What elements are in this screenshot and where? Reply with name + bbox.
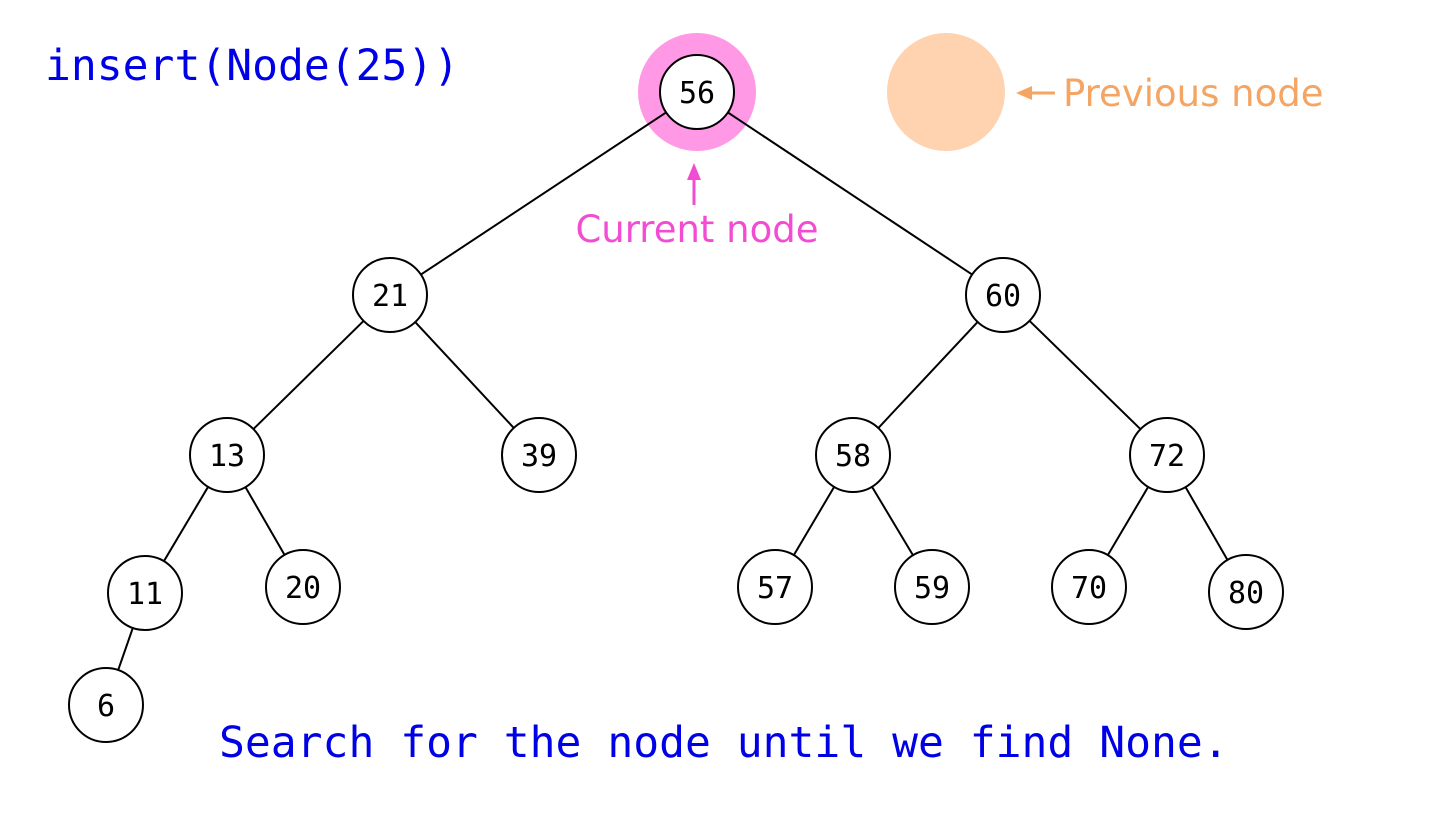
previous-node-label: Previous node <box>1063 72 1323 115</box>
tree-edge-58-59 <box>871 486 914 556</box>
tree-node-circle <box>965 257 1041 333</box>
tree-node-circle <box>1051 549 1127 625</box>
tree-node-20: 20 <box>265 549 341 625</box>
tree-node-13: 13 <box>189 417 265 493</box>
tree-node-circle <box>189 417 265 493</box>
tree-node-label: 57 <box>757 571 793 606</box>
tree-node-circle <box>1208 554 1284 630</box>
tree-node-label: 11 <box>127 577 163 612</box>
tree-node-11: 11 <box>107 555 183 631</box>
tree-edge-72-80 <box>1184 486 1229 561</box>
tree-edge-11-6 <box>117 627 134 671</box>
tree-node-70: 70 <box>1051 549 1127 625</box>
tree-node-21: 21 <box>352 257 428 333</box>
tree-node-72: 72 <box>1129 417 1205 493</box>
tree-node-label: 58 <box>835 439 871 474</box>
tree-edge-56-21 <box>420 111 667 276</box>
tree-node-58: 58 <box>815 417 891 493</box>
tree-node-label: 60 <box>985 279 1021 314</box>
tree-node-label: 6 <box>97 689 115 724</box>
tree-node-circle <box>737 549 813 625</box>
tree-edge-56-60 <box>727 111 973 276</box>
tree-node-circle <box>265 549 341 625</box>
tree-edges <box>117 111 1229 671</box>
tree-node-circle <box>1129 417 1205 493</box>
tree-edge-60-72 <box>1028 320 1142 430</box>
tree-node-label: 80 <box>1228 576 1264 611</box>
tree-edge-21-13 <box>252 320 365 430</box>
command-text: insert(Node(25)) <box>45 41 459 91</box>
tree-edge-13-11 <box>163 486 209 562</box>
tree-edge-21-39 <box>414 321 515 429</box>
tree-node-circle <box>68 667 144 743</box>
tree-node-circle <box>659 54 735 130</box>
tree-edge-58-57 <box>792 486 836 556</box>
previous-node-arrow <box>1016 86 1055 100</box>
tree-node-circle <box>501 417 577 493</box>
tree-edge-13-20 <box>244 486 286 556</box>
tree-node-circle <box>107 555 183 631</box>
tree-node-circle <box>352 257 428 333</box>
current-node-arrow <box>687 163 701 205</box>
tree-node-59: 59 <box>894 549 970 625</box>
tree-node-80: 80 <box>1208 554 1284 630</box>
tree-nodes: 56 21 60 13 39 58 72 11 20 57 59 70 80 6 <box>68 54 1284 743</box>
tree-node-label: 59 <box>914 571 950 606</box>
tree-node-label: 13 <box>209 439 245 474</box>
tree-node-39: 39 <box>501 417 577 493</box>
tree-node-label: 20 <box>285 571 321 606</box>
tree-node-6: 6 <box>68 667 144 743</box>
tree-node-label: 21 <box>372 279 408 314</box>
tree-node-label: 70 <box>1071 571 1107 606</box>
tree-edge-72-70 <box>1106 486 1150 556</box>
tree-node-circle <box>815 417 891 493</box>
current-node-label: Current node <box>575 208 818 251</box>
tree-edge-60-58 <box>877 321 979 429</box>
tree-node-60: 60 <box>965 257 1041 333</box>
tree-node-label: 72 <box>1149 439 1185 474</box>
tree-node-56: 56 <box>659 54 735 130</box>
caption-text: Search for the node until we find None. <box>219 718 1229 768</box>
tree-node-label: 39 <box>521 439 557 474</box>
previous-node-swatch <box>887 33 1005 151</box>
tree-node-circle <box>894 549 970 625</box>
tree-node-label: 56 <box>679 76 715 111</box>
tree-node-57: 57 <box>737 549 813 625</box>
